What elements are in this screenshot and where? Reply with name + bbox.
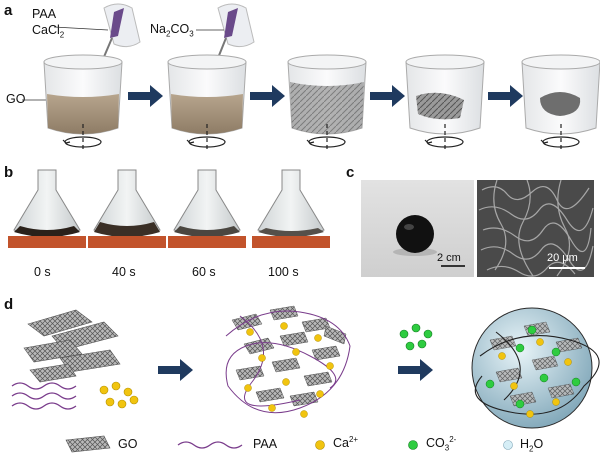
composite-sphere [471,307,600,429]
sem-image: 20 μm [477,180,594,277]
legend-paa-icon [177,441,243,449]
legend-ca-icon [315,440,325,450]
legend-ca-label: Ca2+ [333,435,359,451]
legend-paa-label: PAA [253,437,278,451]
panel-a-illustration [22,3,600,150]
time-label-1: 40 s [112,265,136,279]
go-paa-ca-cluster [225,305,351,418]
panel-label-a: a [4,2,13,19]
ca-ions-group [99,381,139,409]
scale-bar-left-label: 2 cm [437,252,461,264]
arrow-1 [128,85,163,107]
legend-co3-icon [408,440,418,450]
process-arrows [128,85,523,107]
panel-b-flasks [8,169,330,248]
paa-strands [11,382,77,410]
beaker-go-label: GO [6,92,26,106]
beaker-5 [521,54,600,135]
pipette1-label: PAA CaCl2 [32,6,64,44]
legend-swatches [65,435,513,453]
stir-icons [62,124,580,150]
arrow-d-2 [398,359,433,381]
arrow-4 [488,85,523,107]
aerogel-ball-icon [393,215,465,267]
panel-label-c: c [346,164,355,181]
time-label-0: 0 s [34,265,51,279]
beaker-2 [167,54,247,135]
flask-0s [8,169,86,248]
pipette1-line1: PAA [32,7,57,21]
legend-go-icon [65,435,111,453]
scale-bar-right-label: 20 μm [547,252,578,264]
legend-go-label: GO [118,437,138,451]
panel-label-b: b [4,164,14,181]
go-sheets-group [23,309,121,383]
flask-100s [252,169,330,248]
panel-label-d: d [4,296,14,313]
beaker-3 [287,54,367,135]
panel-d-schematic [11,305,600,429]
flask-60s [168,169,246,248]
photo-aerogel-ball: 2 cm [361,180,474,277]
time-label-3: 100 s [268,265,299,279]
pipette-hand-1 [53,3,141,79]
pipette2-label: Na2CO3 [150,22,194,39]
flask-40s [88,169,166,248]
time-label-2: 60 s [192,265,216,279]
beaker-4 [405,54,485,135]
arrow-3 [370,85,405,107]
arrow-d-1 [158,359,193,381]
beaker-1 [43,54,123,135]
legend-h2o-icon [503,440,513,450]
sem-texture [477,180,594,277]
pipette1-line2: CaCl2 [32,23,65,40]
legend-co3-label: CO32- [426,435,457,453]
co3-ions-group [399,323,433,351]
arrow-2 [250,85,285,107]
legend-h2o-label: H2O [520,437,544,454]
